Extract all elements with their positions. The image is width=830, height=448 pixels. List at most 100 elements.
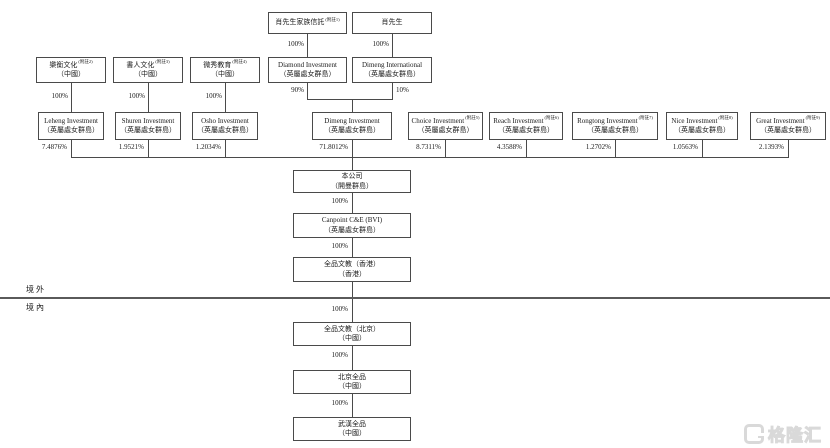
node-dimeng-international: Dimeng International （英屬處女群島） (352, 57, 432, 83)
node-jurisdiction: （英屬處女群島） (279, 70, 336, 78)
connector-line (352, 282, 353, 322)
node-jurisdiction: （英屬處女群島） (364, 70, 420, 78)
connector-line (352, 140, 353, 157)
node-quanpin-wenjiao-hk: 全品文教（香港） （香港） (293, 257, 411, 282)
pct-label: 71.8012% (319, 143, 348, 151)
pct-label: 100% (331, 399, 348, 407)
node-label: Canpoint C&E (BVI) (321, 216, 383, 225)
node-label: 北京全品 (338, 372, 366, 381)
node-dimeng-investment: Dimeng Investment （英屬處女群島） (312, 112, 392, 140)
node-label: Dimeng Investment (324, 116, 380, 125)
connector-line (148, 140, 149, 157)
pct-label: 100% (128, 92, 145, 100)
pct-label: 1.0563% (672, 143, 698, 151)
node-nice-investment: Nice Investment(附註8) （英屬處女群島） (666, 112, 738, 140)
note-ref: (附註1) (325, 16, 340, 22)
node-label: 武漢全品 (338, 419, 366, 428)
node-quanpin-wenjiao-beijing: 全品文教（北京） （中國） (293, 322, 411, 346)
node-diamond-investment: Diamond Investment （英屬處女群島） (268, 57, 347, 83)
node-mr-xiao: 肖先生 (352, 12, 432, 34)
node-label: 全品文教（北京） (324, 324, 380, 333)
connector-line (307, 99, 393, 100)
connector-line (71, 140, 72, 157)
node-jurisdiction: （英屬處女群島） (587, 126, 643, 134)
node-great-investment: Great Investment(附註9) （英屬處女群島） (750, 112, 826, 140)
note-ref: (附註2) (78, 59, 93, 65)
node-jurisdiction: （中國） (211, 70, 239, 78)
connector-line (445, 140, 446, 157)
connector-line (392, 83, 393, 99)
connector-line (526, 140, 527, 157)
gelonghui-brand-text: 格隆汇 (768, 426, 822, 446)
node-label: 本公司 (341, 172, 363, 181)
node-label: 書人文化 (126, 60, 155, 69)
pct-label: 100% (331, 305, 348, 313)
connector-line (352, 193, 353, 213)
node-jurisdiction: （中國） (338, 334, 366, 342)
connector-line (71, 83, 72, 112)
node-canpoint-ce-bvi: Canpoint C&E (BVI) （英屬處女群島） (293, 213, 411, 238)
node-jurisdiction: （中國） (338, 429, 366, 437)
pct-label: 100% (287, 40, 304, 48)
region-label-onshore: 境內 (26, 303, 46, 312)
node-weixiu-education: 微秀教育(附註4) （中國） (190, 57, 260, 83)
node-jurisdiction: （英屬處女群島） (674, 126, 730, 134)
pct-label: 1.9521% (118, 143, 144, 151)
connector-line (615, 140, 616, 157)
node-beijing-quanpin: 北京全品 （中國） (293, 370, 411, 394)
note-ref: (附註8) (718, 115, 733, 121)
node-shuren-culture: 書人文化(附註3) （中國） (113, 57, 183, 83)
note-ref: (附註4) (232, 59, 247, 65)
node-label: Reach Investment (493, 116, 544, 125)
node-label: Rongtong Investment (577, 116, 638, 125)
connector-line (148, 83, 149, 112)
node-jurisdiction: （英屬處女群島） (43, 126, 99, 134)
node-jurisdiction: （英屬處女群島） (324, 225, 380, 234)
node-label: Diamond Investment (278, 60, 337, 69)
connector-line (352, 394, 353, 417)
node-label: 樂衡文化 (49, 60, 78, 69)
node-label: Choice Investment (411, 116, 465, 125)
connector-line (352, 346, 353, 370)
note-ref: (附註5) (465, 115, 480, 121)
node-label: Shuren Investment (121, 116, 175, 125)
node-label: 肖先生 (381, 18, 403, 27)
node-jurisdiction: （開曼群島） (331, 181, 373, 190)
node-leheng-investment: Leheng Investment （英屬處女群島） (38, 112, 104, 140)
pct-label: 100% (331, 242, 348, 250)
region-label-offshore: 境外 (26, 285, 46, 294)
node-xiao-family-trust: 肖先生家族信託(附註1) (268, 12, 347, 34)
pct-label: 7.4876% (41, 143, 67, 151)
connector-line (352, 99, 353, 112)
pct-label: 100% (331, 351, 348, 359)
offshore-onshore-divider (0, 297, 830, 299)
connector-line (352, 157, 353, 170)
pct-label: 90% (291, 86, 304, 94)
node-jurisdiction: （香港） (338, 269, 366, 278)
node-wuhan-quanpin: 武漢全品 （中國） (293, 417, 411, 441)
node-shuren-investment: Shuren Investment （英屬處女群島） (115, 112, 181, 140)
pct-label: 100% (205, 92, 222, 100)
node-label: 全品文教（香港） (324, 260, 380, 269)
note-ref: (附註3) (155, 59, 170, 65)
node-jurisdiction: （英屬處女群島） (498, 126, 554, 134)
node-osho-investment: Osho Investment （英屬處女群島） (192, 112, 258, 140)
pct-label: 10% (396, 86, 409, 94)
connector-line (307, 34, 308, 57)
gelonghui-watermark: 格隆汇 (744, 421, 822, 446)
pct-label: 2.1393% (758, 143, 784, 151)
node-jurisdiction: （英屬處女群島） (120, 126, 176, 134)
note-ref: (附註6) (544, 115, 559, 121)
node-label: Leheng Investment (44, 116, 98, 125)
note-ref: (附註7) (638, 115, 653, 121)
pct-label: 100% (331, 197, 348, 205)
pct-label: 8.7311% (416, 143, 441, 151)
node-label: Nice Investment (671, 116, 718, 125)
node-reach-investment: Reach Investment(附註6) （英屬處女群島） (489, 112, 563, 140)
pct-label: 1.2702% (585, 143, 611, 151)
node-jurisdiction: （中國） (134, 70, 162, 78)
connector-line (225, 140, 226, 157)
node-leheng-culture: 樂衡文化(附註2) （中國） (36, 57, 106, 83)
node-choice-investment: Choice Investment(附註5) （英屬處女群島） (408, 112, 483, 140)
